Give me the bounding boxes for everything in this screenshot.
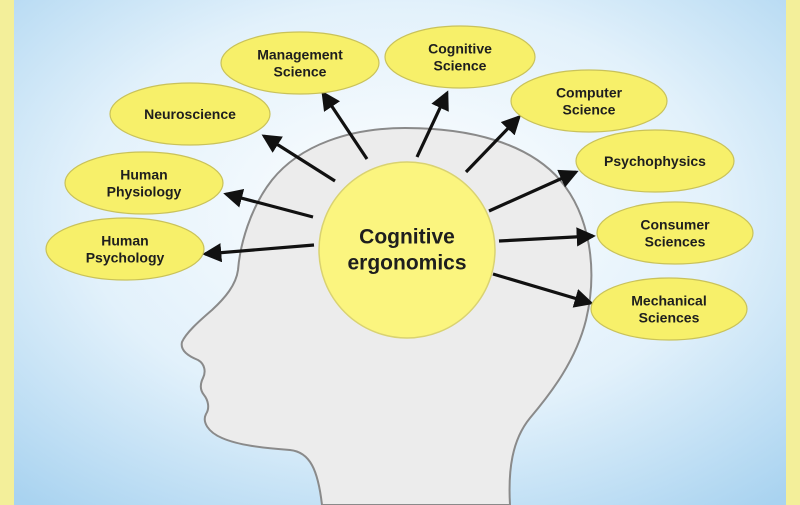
node-human-psychology-label-line-1: Human [101,233,148,249]
arrow-to-human-physiology [223,188,314,219]
node-consumer-sciences-ellipse [596,201,754,265]
node-management-science-label-line-2: Science [274,64,327,80]
node-psychophysics-label-line-1: Psychophysics [604,153,706,169]
node-human-psychology-ellipse [45,217,205,281]
node-computer-science-label-line-1: Computer [556,85,623,101]
node-human-physiology-label-line-1: Human [120,167,167,183]
node-computer-science-ellipse [510,69,668,133]
node-mechanical-sciences-label-line-2: Sciences [639,310,700,326]
center-circle [318,161,496,339]
node-consumer-sciences-label-line-2: Sciences [645,234,706,250]
node-consumer-sciences-label-line-1: Consumer [640,217,710,233]
node-cognitive-science-ellipse [384,25,536,89]
center-label-line-2: ergonomics [347,252,466,275]
node-cognitive-science-label-line-1: Cognitive [428,41,492,57]
node-human-physiology-label-line-2: Physiology [107,184,182,200]
node-neuroscience-label-line-1: Neuroscience [144,106,236,122]
node-neuroscience-ellipse [109,82,271,146]
node-computer-science-label-line-2: Science [563,102,616,118]
node-cognitive-science-label-line-2: Science [434,58,487,74]
node-human-physiology-ellipse [64,151,224,215]
node-mechanical-sciences-label-line-1: Mechanical [631,293,706,309]
node-mechanical-sciences-ellipse [590,277,748,341]
arrow-to-consumer-sciences [498,227,596,247]
arrow-to-computer-science [464,114,521,174]
node-human-psychology-label-line-2: Psychology [86,250,165,266]
arrow-to-psychophysics [488,169,579,213]
arrow-to-cognitive-science [415,90,449,158]
node-management-science-label-line-1: Management [257,47,343,63]
arrow-to-human-psychology [202,243,315,263]
arrow-to-neuroscience [261,134,336,183]
arrow-to-management-science [321,90,369,160]
node-neuroscience: Neuroscience [109,82,271,146]
node-psychophysics-ellipse [575,129,735,193]
arrows [202,90,596,308]
center-node: Cognitive ergonomics [318,161,496,339]
arrow-to-mechanical-sciences [492,272,594,308]
center-label-line-1: Cognitive [359,226,455,249]
node-management-science-ellipse [220,31,380,95]
discipline-nodes: ManagementScienceCognitiveScienceNeurosc… [45,25,754,341]
node-psychophysics: Psychophysics [575,129,735,193]
